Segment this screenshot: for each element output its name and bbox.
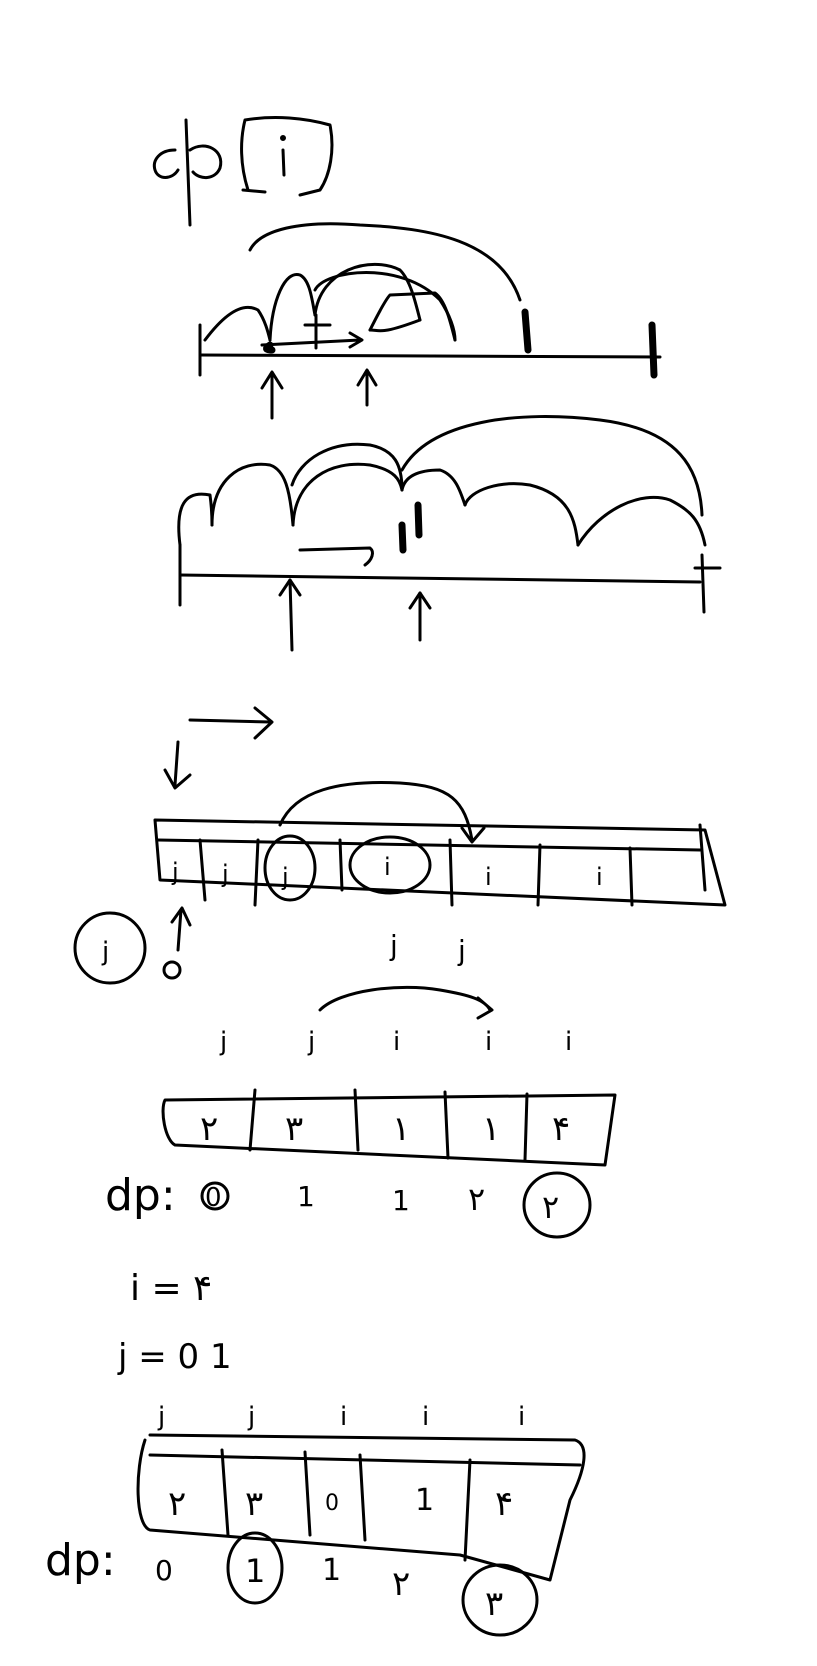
section-5-equations: i = ۴ j = 0 1 <box>117 1268 232 1377</box>
index-label-j: j <box>247 1402 255 1432</box>
diagram-arcs-2 <box>177 415 722 652</box>
array-cell-value: 1 <box>415 1483 434 1518</box>
dp-value: ٣ <box>485 1584 503 1624</box>
dp-value: 1 <box>245 1552 265 1590</box>
index-label-j: j <box>307 1027 315 1057</box>
dp-value: 0 <box>155 1554 173 1587</box>
cell-label-j: j <box>221 860 229 888</box>
below-label-j: j <box>389 929 398 962</box>
dp-value: 1 <box>392 1184 410 1217</box>
cell-label-i: i <box>485 863 492 891</box>
dp-value: 0 <box>205 1183 222 1213</box>
index-label-i: i <box>485 1027 492 1057</box>
dp-value: ٢ <box>468 1180 485 1218</box>
cell-label-i: i <box>596 863 603 891</box>
diagram-array-2 <box>161 985 617 1239</box>
below-label-j: j <box>457 934 466 967</box>
array-1-letters: j j j i i i j j j <box>101 853 603 967</box>
dp-value: 1 <box>322 1553 341 1588</box>
array-cell-value: ٣ <box>285 1109 303 1149</box>
array-cell-value: 0 <box>325 1491 339 1516</box>
index-label-j: j <box>157 1402 165 1432</box>
array-cell-value: ٢ <box>200 1109 218 1149</box>
diagram-array-1 <box>73 706 727 985</box>
j-equation: j = 0 1 <box>117 1337 232 1377</box>
index-label-j: j <box>219 1027 227 1057</box>
array-cell-value: ٣ <box>245 1484 263 1524</box>
dp-label: dp: <box>45 1535 116 1586</box>
dp-value: ٢ <box>392 1564 410 1604</box>
index-label-i: i <box>518 1402 525 1432</box>
array-cell-value: ۴ <box>552 1109 570 1149</box>
array-cell-value: ١ <box>392 1109 410 1149</box>
index-label-i: i <box>393 1027 400 1057</box>
dp-label: dp: <box>105 1170 176 1221</box>
dp-value: ٢ <box>542 1188 559 1226</box>
cell-label-i: i <box>384 853 391 881</box>
array-3-text: j j i i i ٢ ٣ 0 1 ۴ dp: 0 1 1 ٢ ٣ <box>45 1402 525 1624</box>
title-dp-i <box>152 116 334 227</box>
i-equation: i = ۴ <box>130 1268 212 1309</box>
diagram-array-3 <box>136 1433 586 1637</box>
array-cell-value: ۴ <box>495 1484 513 1524</box>
array-2-text: j j i i i ٢ ٣ ١ ١ ۴ dp: 0 1 1 ٢ ٢ <box>105 1027 572 1226</box>
index-label-i: i <box>565 1027 572 1057</box>
index-label-i: i <box>422 1402 429 1432</box>
diagram-arcs-1 <box>198 222 662 420</box>
index-label-i: i <box>340 1402 347 1432</box>
dp-value: 1 <box>297 1180 315 1213</box>
array-cell-value: ١ <box>482 1109 500 1149</box>
array-cell-value: ٢ <box>168 1484 186 1524</box>
cell-label-j: j <box>281 863 289 891</box>
cell-label-j: j <box>171 858 179 886</box>
circled-label-j: j <box>101 937 109 967</box>
